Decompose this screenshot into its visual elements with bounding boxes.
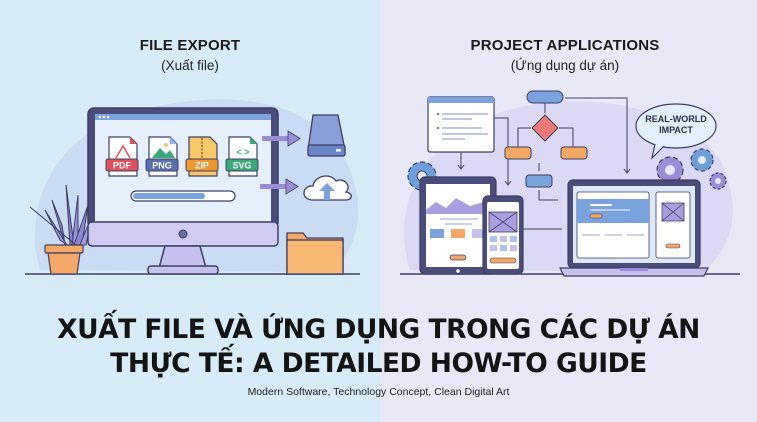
svg-text:ZIP: ZIP <box>195 161 209 171</box>
arrow-to-cloud-icon <box>260 178 299 195</box>
plant-icon <box>29 184 93 275</box>
tablet-icon <box>419 176 497 275</box>
zip-file-icon: ZIP <box>185 136 219 177</box>
gear-icon-blue <box>690 148 714 172</box>
file-export-title: FILE EXPORT <box>139 37 241 54</box>
project-applications-title: PROJECT APPLICATIONS <box>470 37 660 54</box>
project-applications-subtitle: (Ứng dụng dự án) <box>510 58 620 73</box>
project-applications-illustration: REAL-WORLD IMPACT <box>400 90 740 277</box>
gear-icon-small <box>709 172 727 190</box>
phone-icon <box>482 195 524 275</box>
cloud-upload-icon <box>303 175 352 201</box>
pdf-file-icon: PDF <box>105 136 139 177</box>
file-export-illustration: PDF PNG ZIP < > SVG <box>25 99 360 275</box>
arrow-to-drive-icon <box>262 130 301 147</box>
real-world-impact-bubble: REAL-WORLD IMPACT <box>635 103 717 160</box>
caption-text: Modern Software, Technology Concept, Cle… <box>247 386 510 398</box>
headline-line-2: THỰC TẾ: A DETAILED HOW-TO GUIDE <box>110 348 647 379</box>
svg-text:PDF: PDF <box>113 161 132 171</box>
laptop-icon <box>559 179 709 277</box>
svg-text:PNG: PNG <box>152 161 172 171</box>
png-file-icon: PNG <box>145 136 179 177</box>
svg-text:REAL-WORLD: REAL-WORLD <box>645 114 707 124</box>
file-export-subtitle: (Xuất file) <box>161 58 219 73</box>
headline-line-1: XUẤT FILE VÀ ỨNG DỤNG TRONG CÁC DỰ ÁN <box>57 314 700 345</box>
svg-text:IMPACT: IMPACT <box>659 125 693 135</box>
svg-file-icon: < > SVG <box>225 136 259 177</box>
folder-icon <box>286 232 344 275</box>
export-progress-bar <box>130 190 236 202</box>
svg-text:< >: < > <box>236 147 249 157</box>
gear-icon-purple <box>656 156 684 184</box>
hard-drive-icon <box>307 114 346 157</box>
svg-text:SVG: SVG <box>232 161 251 171</box>
document-window-icon <box>427 96 495 153</box>
flowchart-icon <box>504 90 588 188</box>
